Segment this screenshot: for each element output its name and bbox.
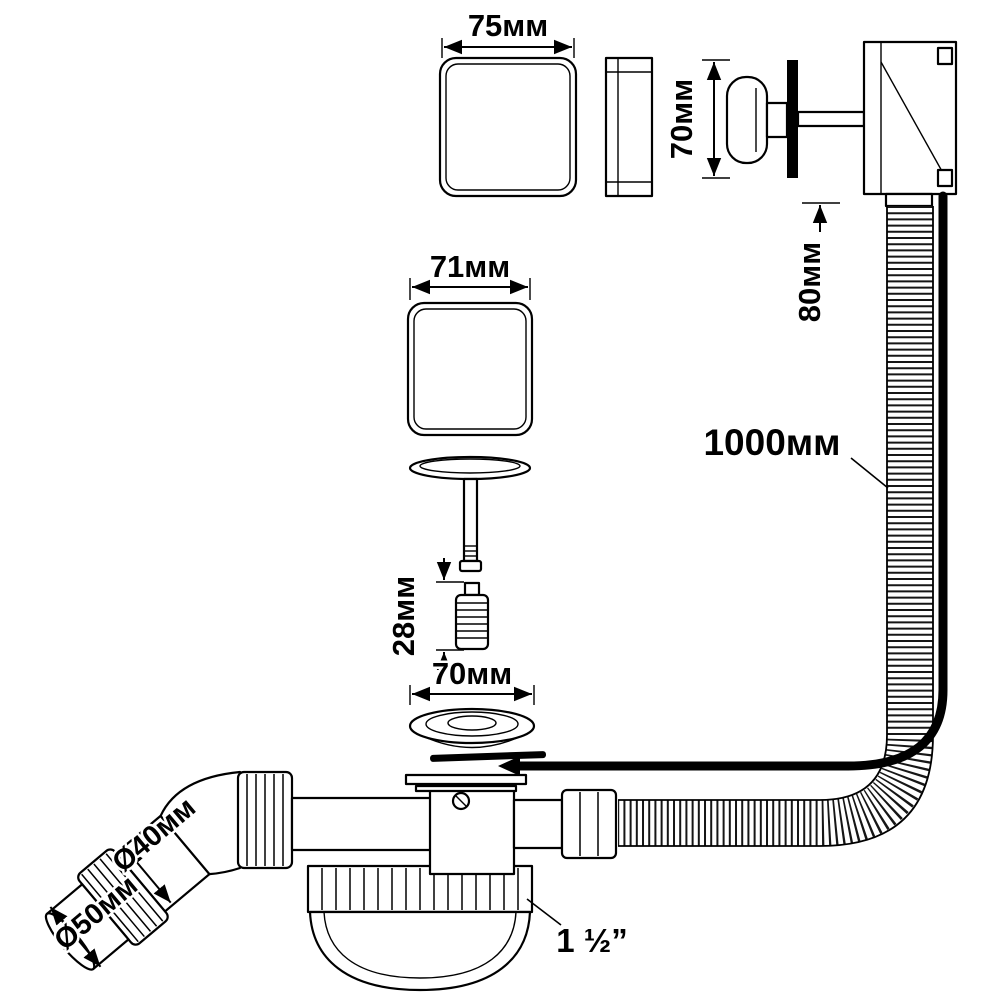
label-waste-flange-diameter: 70мм [432,656,512,691]
label-overflow-plate-width: 75мм [468,8,548,43]
drain-stem [458,477,483,573]
overflow-rod [796,110,866,128]
dim-hose-length: 1000мм [701,420,889,489]
elbow-union-nut [236,770,294,870]
plug-cover [406,301,534,437]
label-hose-length: 1000мм [703,422,840,463]
dim-plug-width: 71мм [409,247,531,300]
overflow-faceplate-edge [787,60,798,178]
dim-siphon-connection: 1 ½” [526,898,630,962]
label-siphon-connection-size: 1 ½” [556,922,628,959]
label-overflow-plate-height: 70мм [664,79,699,159]
label-plug-width: 71мм [430,249,510,284]
waste-tee [404,773,564,876]
dim-outlet-outer-diameter-arrow [49,906,102,968]
label-overflow-body-depth: 80мм [792,242,827,322]
overflow-plate-side [604,56,654,198]
drain-flange [408,455,532,481]
overflow-body [862,40,958,208]
dim-screw-length: 28мм [384,558,464,674]
corrugated-hose [618,206,934,847]
gasket [430,751,547,762]
hose-union-nut [560,788,618,860]
overflow-plate-front [438,56,578,198]
siphon-bowl [308,910,532,992]
dim-overflow-body-depth: 80мм [790,202,840,325]
waste-horizontal-pipe [290,796,434,852]
dim-overflow-plate-height: 70мм [662,59,730,179]
label-screw-length: 28мм [386,576,421,656]
outlet-elbow [159,770,242,876]
outlet-diagonal-assembly [44,814,211,971]
dim-overflow-plate-width: 75мм [441,6,575,58]
overflow-knob [725,75,789,165]
dim-outlet-inner-diameter-arrow [124,848,172,904]
dim-waste-flange-diameter: 70мм [409,654,535,705]
waste-flange [408,707,536,749]
fixing-screw [454,581,490,651]
control-cable [498,191,948,776]
waste-seat [404,773,528,786]
